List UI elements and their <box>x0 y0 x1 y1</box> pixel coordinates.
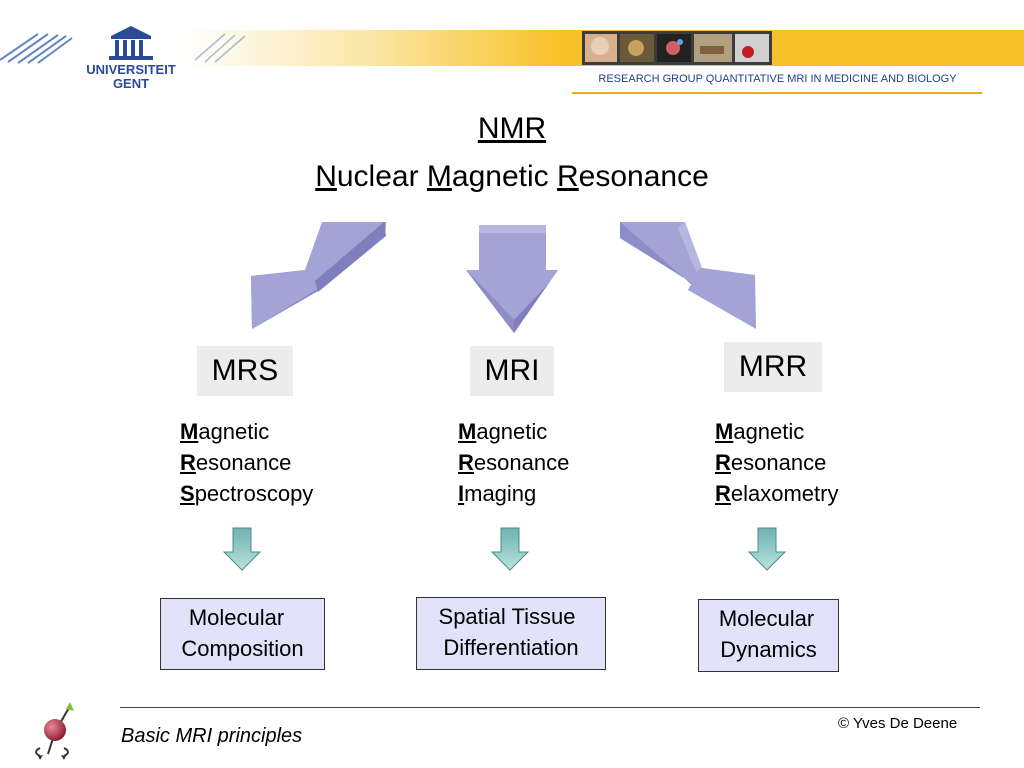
outcome-line: Spatial Tissue <box>438 604 576 629</box>
research-group-label: RESEARCH GROUP QUANTITATIVE MRI IN MEDIC… <box>598 73 957 85</box>
outcome-box-spatial-tissue: Spatial Tissue Differentiation <box>416 597 606 670</box>
page-title: NMR <box>477 112 547 145</box>
mri-expansion: Magnetic Resonance Imaging <box>458 416 569 509</box>
subtitle-initial-n: N <box>315 160 337 193</box>
outcome-line: Dynamics <box>720 637 817 662</box>
expansion-rest: agnetic <box>733 419 805 444</box>
expansion-rest: esonance <box>195 450 292 475</box>
expansion-rest: esonance <box>473 450 570 475</box>
expansion-rest: pectroscopy <box>194 481 314 506</box>
mri-label-box: MRI <box>470 346 554 396</box>
expansion-rest: agnetic <box>198 419 270 444</box>
expansion-rest: esonance <box>730 450 827 475</box>
expansion-line: Resonance <box>458 447 569 478</box>
expansion-line: Resonance <box>715 447 838 478</box>
expansion-line: Relaxometry <box>715 478 838 509</box>
mrs-expansion: Magnetic Resonance Spectroscopy <box>180 416 313 509</box>
expansion-line: Magnetic <box>458 416 569 447</box>
header-divider <box>572 92 982 94</box>
header-band <box>0 30 1024 66</box>
expansion-initial: I <box>458 481 465 506</box>
outcome-line: Differentiation <box>443 635 579 660</box>
subtitle-initial-m: M <box>426 160 452 193</box>
expansion-initial: R <box>180 450 196 475</box>
outcome-line: Composition <box>181 636 304 661</box>
expansion-line: Magnetic <box>715 416 838 447</box>
down-arrow-mrs-icon <box>222 527 262 571</box>
mrr-label-box: MRR <box>724 342 822 392</box>
subtitle-rest-n: uclear <box>336 160 427 193</box>
footer-divider <box>120 707 980 708</box>
university-logo-line2: GENT <box>112 76 150 91</box>
expansion-initial: R <box>715 481 731 506</box>
expansion-line: Magnetic <box>180 416 313 447</box>
outcome-box-molecular-dynamics: Molecular Dynamics <box>698 599 839 672</box>
mrr-expansion: Magnetic Resonance Relaxometry <box>715 416 838 509</box>
subtitle-initial-r: R <box>557 160 579 193</box>
arrow-to-mri <box>466 225 558 333</box>
down-arrow-mri-icon <box>490 527 530 571</box>
subtitle-rest-r: esonance <box>578 160 709 193</box>
expansion-rest: agnetic <box>476 419 548 444</box>
outcome-line: Molecular <box>718 606 815 631</box>
expansion-initial: R <box>715 450 731 475</box>
arrow-to-mrr <box>620 222 756 329</box>
subtitle-rest-m: agnetic <box>451 160 557 193</box>
thumbnail-strip <box>582 31 772 65</box>
expansion-initial: S <box>180 481 195 506</box>
outcome-line: Molecular <box>188 605 285 630</box>
footer-course-title: Basic MRI principles <box>121 725 303 747</box>
mrs-label-box: MRS <box>197 346 293 396</box>
university-building-icon <box>109 26 153 60</box>
expansion-rest: maging <box>464 481 537 506</box>
down-arrow-mrr-icon <box>747 527 787 571</box>
expansion-initial: M <box>458 419 477 444</box>
expansion-initial: R <box>458 450 474 475</box>
expansion-rest: elaxometry <box>730 481 839 506</box>
expansion-initial: M <box>180 419 199 444</box>
page-subtitle: Nuclear Magnetic Resonance <box>0 160 1024 194</box>
expansion-line: Spectroscopy <box>180 478 313 509</box>
expansion-line: Imaging <box>458 478 569 509</box>
arrow-to-mrs <box>251 222 386 329</box>
university-logo-line1: UNIVERSITEIT <box>86 62 176 77</box>
spin-icon <box>35 702 74 760</box>
outcome-box-molecular-composition: Molecular Composition <box>160 598 325 670</box>
expansion-initial: M <box>715 419 734 444</box>
expansion-line: Resonance <box>180 447 313 478</box>
footer-copyright: © Yves De Deene <box>838 715 958 732</box>
